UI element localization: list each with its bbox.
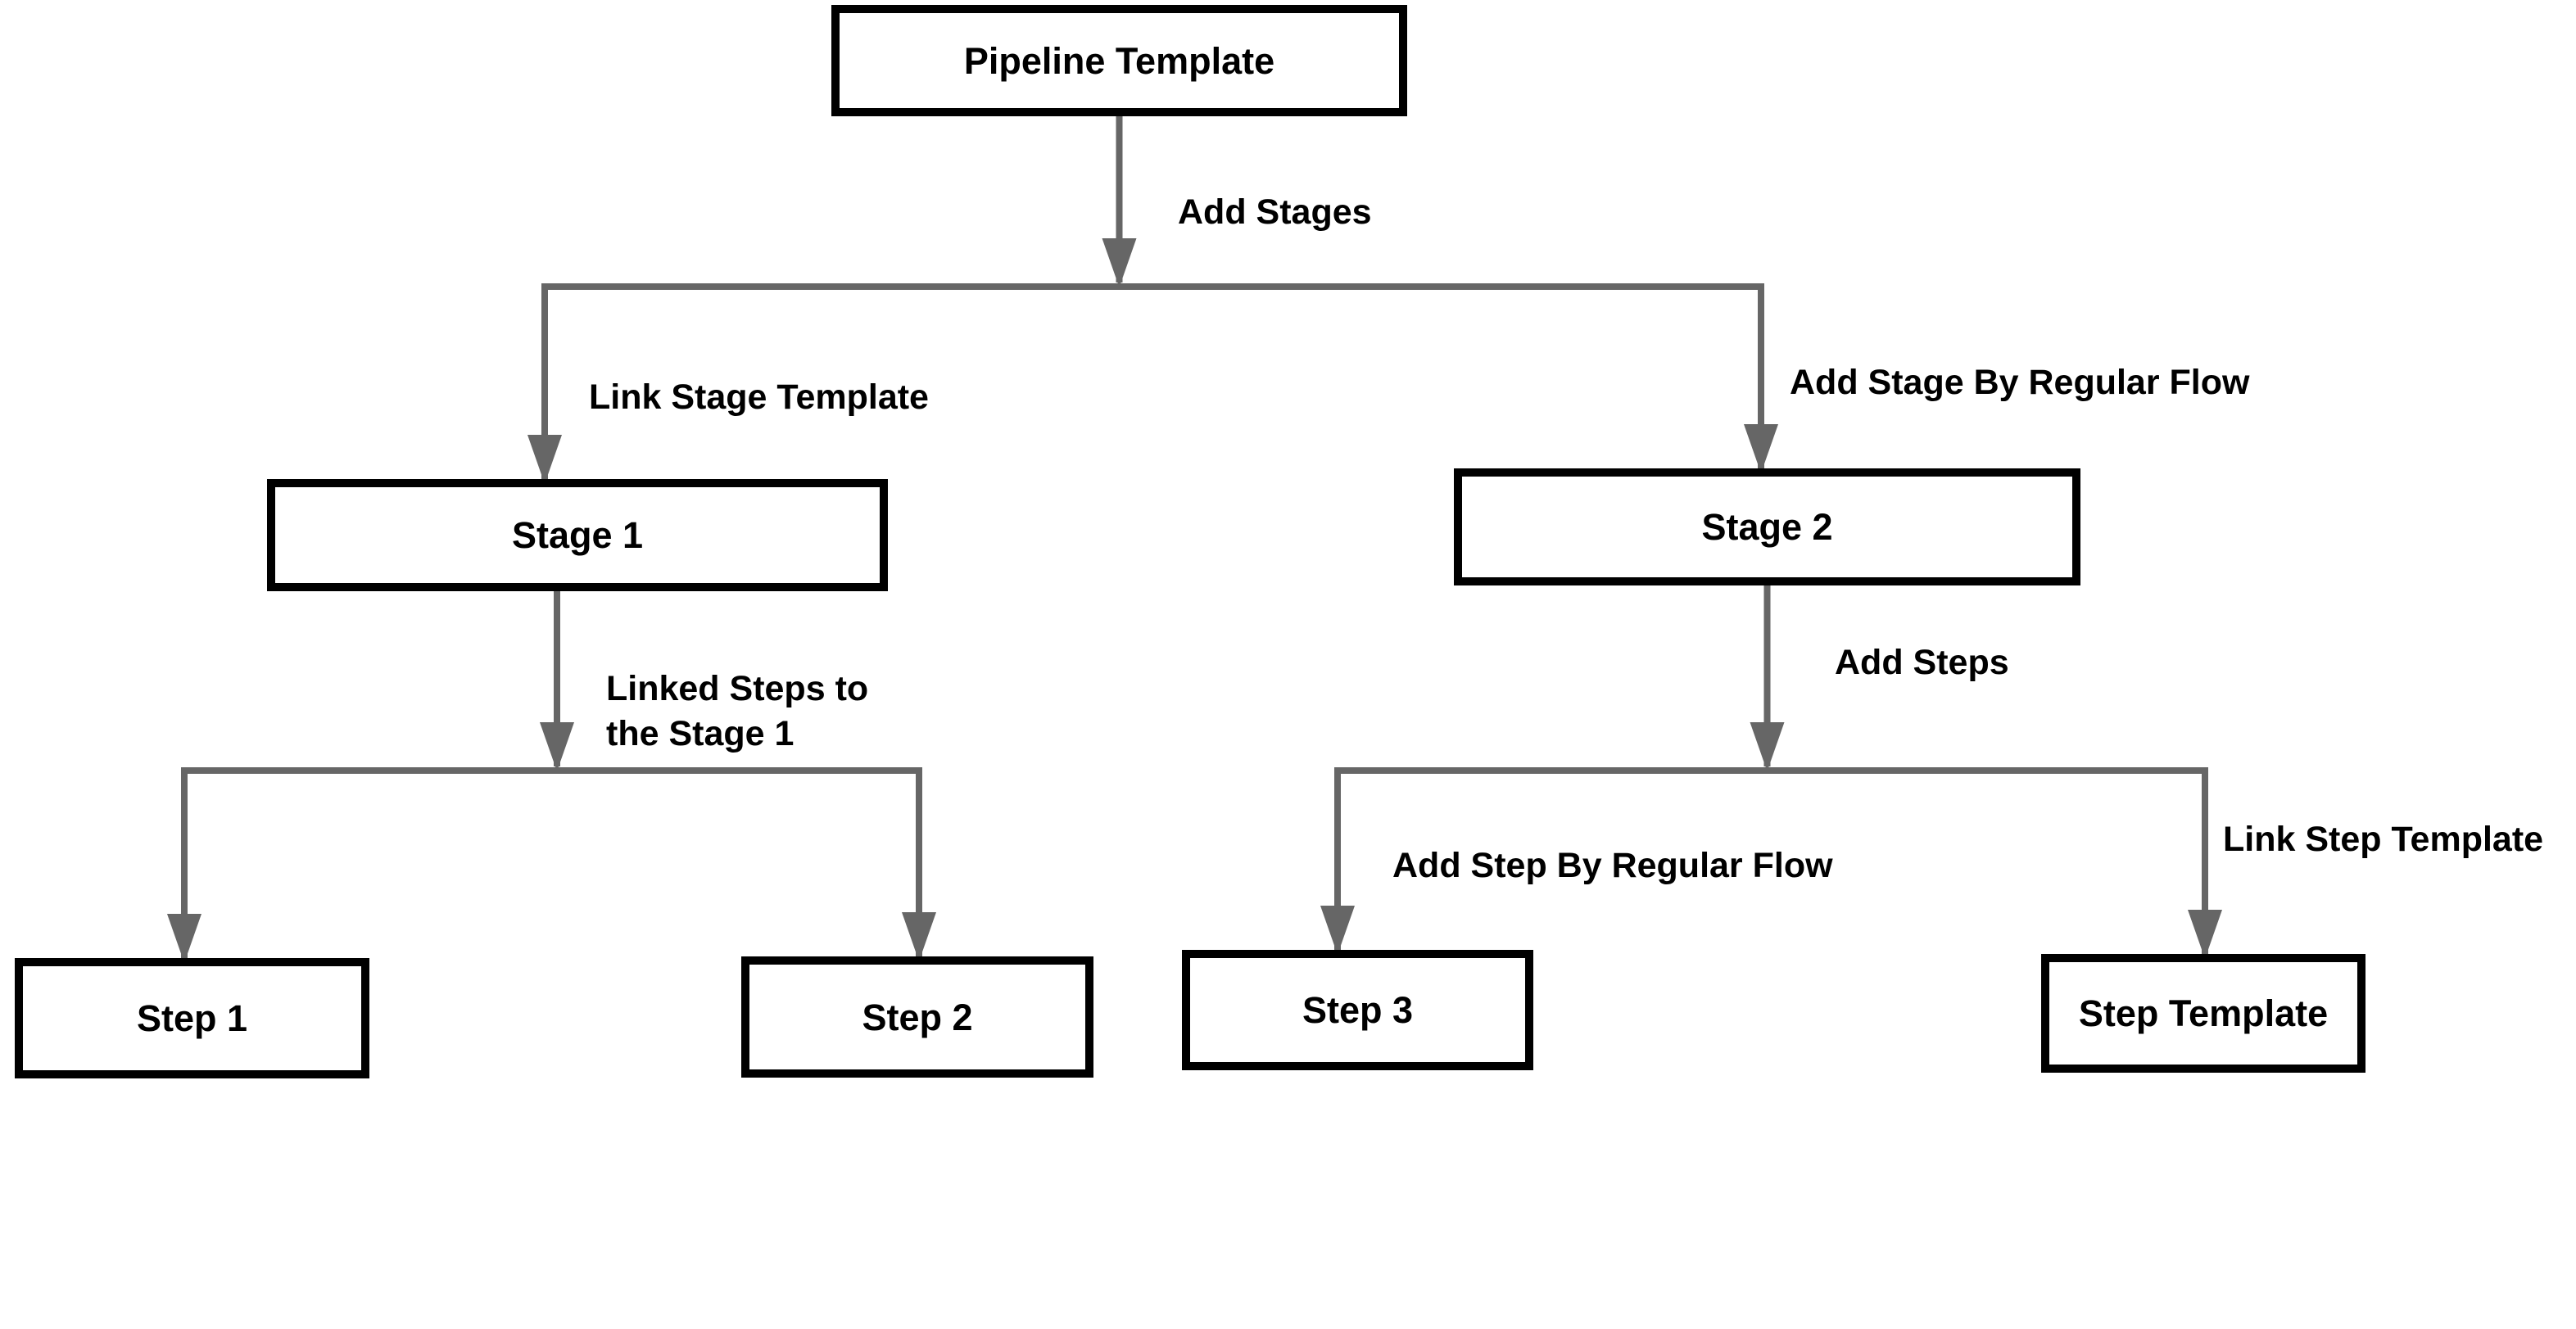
edge-split-to-step-template [1767,767,2222,959]
node-step1: Step 1 [15,958,369,1078]
edge-label-link-stage-template: Link Stage Template [589,377,929,417]
node-step-template: Step Template [2041,954,2365,1073]
node-pipeline-template-label: Pipeline Template [964,40,1274,82]
node-step2: Step 2 [741,956,1093,1078]
edge-label-add-steps: Add Steps [1835,643,2009,682]
node-step1-label: Step 1 [137,997,247,1039]
node-step3-box [1182,950,1533,1070]
edge-split-to-stage2 [1119,283,1778,473]
node-step-template-label: Step Template [2079,992,2328,1034]
nodes-layer: Pipeline Template Stage 1 Stage 2 Step 1… [15,5,2365,1078]
node-stage1: Stage 1 [267,479,888,591]
node-step1-box [15,958,369,1078]
node-step2-label: Step 2 [862,997,972,1038]
node-stage2-box [1454,468,2080,585]
edge-label-add-step-by-regular-flow: Add Step By Regular Flow [1392,846,1833,885]
edge-split-to-step2 [557,767,936,961]
node-step-template-box [2041,954,2365,1073]
node-step3: Step 3 [1182,950,1533,1070]
node-step2-box [741,956,1093,1078]
edge-split-to-step3 [1320,767,1768,955]
node-stage2: Stage 2 [1454,468,2080,585]
node-pipeline-template: Pipeline Template [831,5,1407,116]
edge-labels-layer: Add Stages Link Stage Template Add Stage… [589,192,2543,885]
node-pipeline-template-box [831,5,1407,116]
edge-label-linked-steps-line1: Linked Steps to [606,669,868,708]
edge-split-to-stage1 [527,283,1120,484]
edge-label-link-step-template: Link Step Template [2223,820,2543,859]
node-stage1-label: Stage 1 [512,514,643,556]
edge-label-add-stage-by-regular-flow: Add Stage By Regular Flow [1790,363,2250,402]
node-stage1-box [267,479,888,591]
node-stage2-label: Stage 2 [1701,506,1832,548]
edge-label-add-stages: Add Stages [1178,192,1372,232]
edge-split-to-step1 [167,767,557,963]
edges-layer [167,112,2222,963]
edge-label-linked-steps-line2: the Stage 1 [606,714,794,753]
node-step3-label: Step 3 [1302,989,1413,1031]
